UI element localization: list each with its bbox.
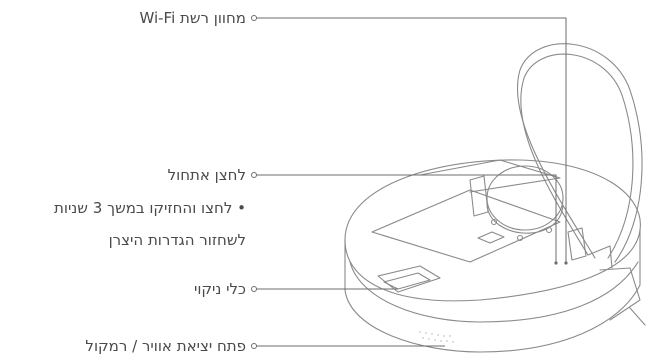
home-button-label: לחצן אתחול [168,166,246,184]
reset-note-line1: • לחצו והחזיקו במשך 3 שניות [54,199,246,217]
home-callout-dot [251,172,257,178]
wifi-callout-dot [251,15,257,21]
lid-outline [517,44,642,262]
cleaning-tool-slot [378,266,440,292]
speaker-grille [419,331,454,343]
dust-bin [372,190,560,262]
body-side-band [350,262,638,322]
lds-window-3 [547,228,552,233]
cleaning-tool-callout-dot [251,286,257,292]
air-outlet-label: פתח יציאת אוויר / רמקול [85,337,246,355]
wifi-indicator-label: מחוון רשת Wi-Fi [139,9,246,27]
dust-bin-rim [420,160,560,192]
reset-note-line2: לשחזור הגדרות היצרן [109,231,246,249]
lds-turret-top [487,166,563,230]
home-leader-line [256,175,556,262]
wifi-indicator-dot [564,261,567,264]
home-button-dot [554,261,557,264]
air-outlet-callout-dot [251,343,257,349]
dust-bin-handle [478,232,504,243]
right-hinge [568,228,586,260]
cleaning-tool-label: כלי ניקוי [194,280,246,298]
wifi-leader-line [256,18,566,262]
wheel-line [630,308,645,325]
